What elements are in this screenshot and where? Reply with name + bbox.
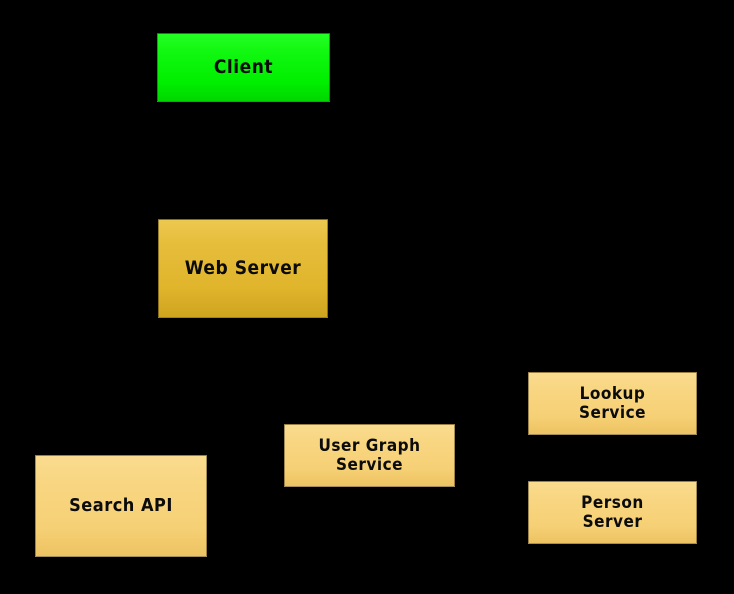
- node-label-web-server: Web Server: [184, 257, 302, 280]
- node-user-graph-service[interactable]: User Graph Service: [284, 424, 455, 487]
- node-label-search-api: Search API: [69, 495, 173, 517]
- node-person-server[interactable]: Person Server: [528, 481, 697, 544]
- node-label-user-graph-service: User Graph Service: [318, 436, 421, 475]
- node-web-server[interactable]: Web Server: [158, 219, 328, 318]
- node-label-client: Client: [213, 56, 274, 79]
- node-label-lookup-service: Lookup Service: [578, 384, 647, 423]
- node-label-person-server: Person Server: [581, 493, 644, 532]
- node-search-api[interactable]: Search API: [35, 455, 207, 557]
- node-lookup-service[interactable]: Lookup Service: [528, 372, 697, 435]
- node-client[interactable]: Client: [157, 33, 330, 102]
